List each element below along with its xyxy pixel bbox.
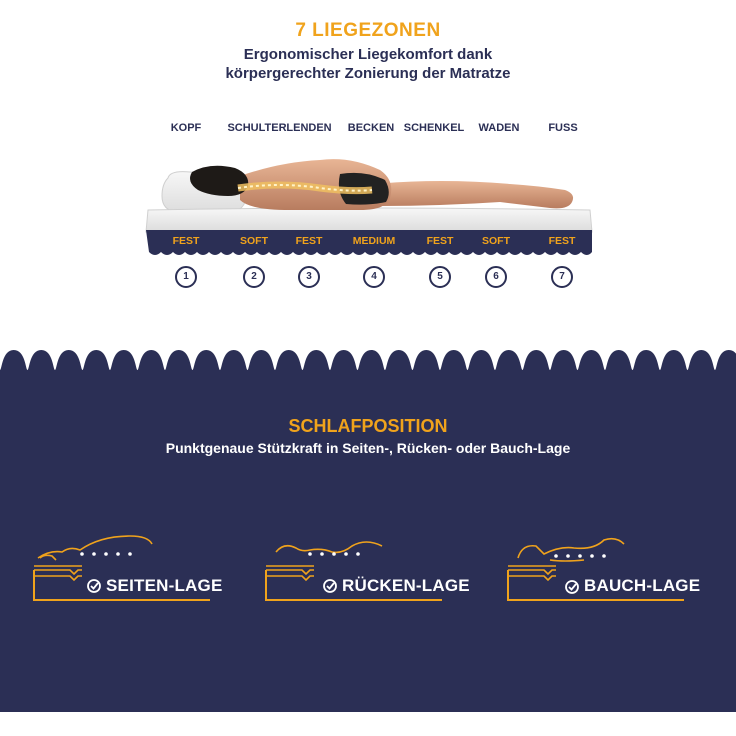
firmness-zone-4: MEDIUM — [352, 235, 396, 247]
firmness-zone-7: FEST — [548, 235, 576, 247]
position-card-back: RÜCKEN-LAGE — [262, 530, 472, 610]
position-label-side: SEITEN-LAGE — [106, 576, 223, 595]
zone-label-lenden: LENDEN — [286, 122, 332, 134]
mattress-top — [145, 207, 593, 233]
firmness-zone-6: SOFT — [482, 235, 510, 247]
mattress-core — [146, 230, 592, 255]
zone-number-1: 1 — [175, 266, 197, 288]
firmness-zone-3: FEST — [295, 235, 323, 247]
firmness-zone-2: SOFT — [240, 235, 268, 247]
sleep-position-panel — [0, 350, 736, 712]
firmness-zone-1: FEST — [172, 235, 200, 247]
zone-number-7: 7 — [551, 266, 573, 288]
firmness-zone-5: FEST — [426, 235, 454, 247]
side-sleeper-icon — [33, 535, 210, 601]
zone-label-fuss: FUSS — [548, 122, 578, 134]
sleep-position-title: SCHLAFPOSITION — [288, 416, 448, 436]
zone-label-kopf: KOPF — [170, 122, 202, 134]
zone-number-2: 2 — [243, 266, 265, 288]
back-sleeper-icon — [265, 541, 442, 601]
zone-number-5: 5 — [429, 266, 451, 288]
position-card-stomach: BAUCH-LAGE — [504, 530, 714, 610]
sleeper-legs — [375, 181, 574, 209]
position-label-back: RÜCKEN-LAGE — [342, 576, 470, 595]
stomach-sleeper-icon — [507, 537, 684, 601]
zones-title: 7 LIEGEZONEN — [295, 20, 441, 41]
zone-label-becken: BECKEN — [347, 122, 395, 134]
position-card-side: SEITEN-LAGE — [30, 530, 240, 610]
zone-number-6: 6 — [485, 266, 507, 288]
zone-label-schulter: SCHULTER — [227, 122, 287, 134]
zone-number-4: 4 — [363, 266, 385, 288]
mattress-illustration — [145, 159, 593, 255]
sleep-position-subtitle: Punktgenaue Stützkraft in Seiten-, Rücke… — [165, 440, 571, 456]
sleeper-head — [190, 165, 249, 196]
zone-label-schenkel: SCHENKEL — [403, 122, 465, 134]
zones-subtitle-line1: Ergonomischer Liegekomfort dank — [243, 46, 493, 63]
position-label-stomach: BAUCH-LAGE — [584, 576, 701, 595]
spine-highlight — [237, 181, 373, 195]
zone-label-waden: WADEN — [478, 122, 520, 134]
zone-number-3: 3 — [298, 266, 320, 288]
zones-subtitle-line2: körpergerechter Zonierung der Matratze — [225, 65, 511, 82]
